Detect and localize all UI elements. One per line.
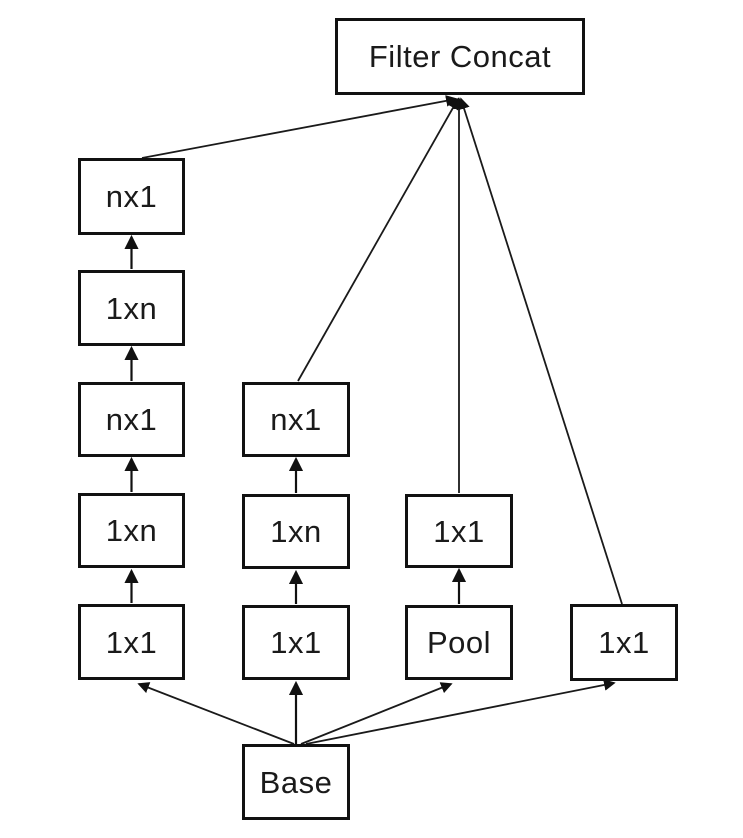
node-branch1-nx1-top: nx1 (78, 158, 185, 235)
node-label: 1xn (105, 513, 158, 548)
column-arrows (124, 234, 467, 744)
node-label: 1xn (270, 514, 322, 549)
node-label: 1x1 (598, 625, 650, 660)
node-label: Filter Concat (368, 39, 552, 74)
node-label: 1x1 (433, 513, 485, 549)
node-label: nx1 (270, 402, 322, 437)
node-branch3-1x1: 1x1 (405, 494, 513, 568)
node-label: 1x1 (270, 625, 322, 660)
node-label: Pool (426, 625, 492, 660)
node-branch2-1xn: 1xn (242, 494, 350, 569)
node-branch1-1xn-upper: 1xn (78, 270, 185, 346)
concat-fanin-arrows (141, 95, 623, 605)
node-branch2-1x1: 1x1 (242, 605, 350, 680)
node-branch1-1x1: 1x1 (78, 604, 185, 680)
base-fanout-arrows (137, 679, 616, 745)
node-label: 1x1 (105, 624, 158, 660)
node-label: nx1 (105, 402, 158, 437)
node-base: Base (242, 744, 350, 820)
node-filter-concat: Filter Concat (335, 18, 585, 95)
node-branch3-pool: Pool (405, 605, 513, 680)
node-label: 1xn (105, 290, 158, 326)
node-branch1-1xn-lower: 1xn (78, 493, 185, 568)
node-label: Base (259, 764, 333, 800)
node-branch1-nx1-lower: nx1 (78, 382, 185, 457)
node-branch2-nx1: nx1 (242, 382, 350, 457)
node-label: nx1 (105, 179, 158, 214)
node-branch4-1x1: 1x1 (570, 604, 678, 681)
